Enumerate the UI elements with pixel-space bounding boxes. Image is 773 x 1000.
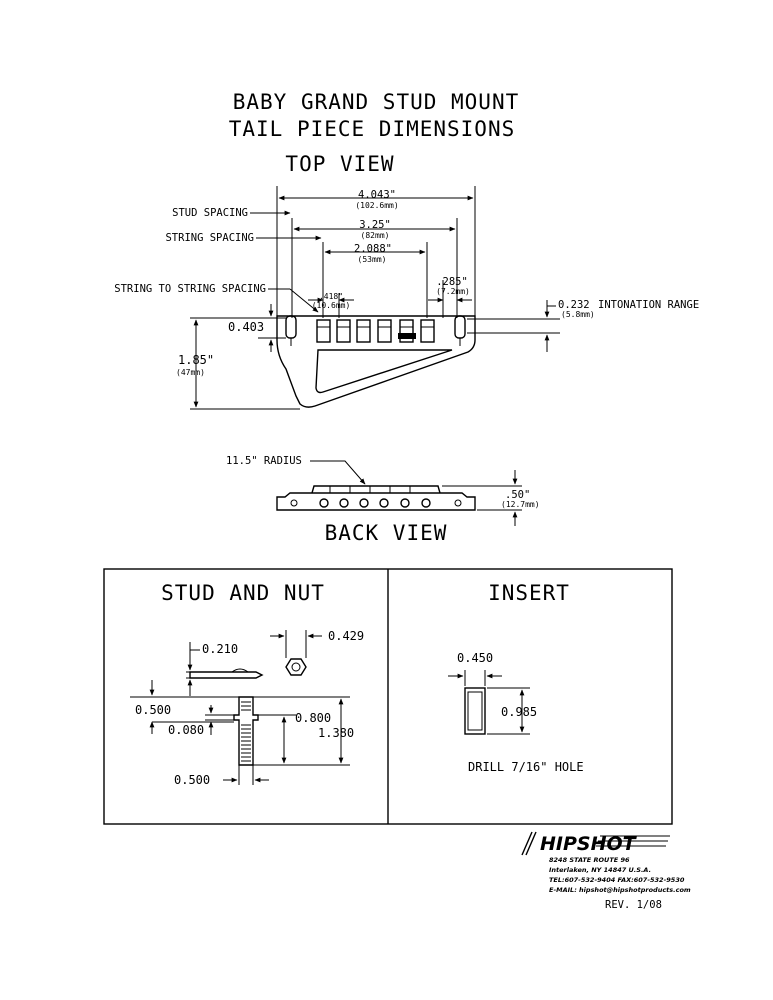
dim-string-to-string-mm: (10.6mm) [312, 301, 351, 310]
dim-string-spacing-mm: (53mm) [358, 255, 387, 264]
saddles [316, 319, 435, 343]
stud-and-nut-heading: STUD AND NUT [161, 581, 325, 605]
insert-note: DRILL 7/16" HOLE [468, 760, 584, 774]
dim-stud-1380: 1.380 [318, 726, 354, 740]
dim-depth-a: 0.403 [228, 320, 264, 334]
back-view-drawing [276, 460, 522, 526]
dim-nut-width: 0.429 [328, 629, 364, 643]
callout-string-spacing: STRING SPACING [165, 232, 254, 244]
insert-heading: INSERT [488, 581, 570, 605]
callout-stud-spacing: STUD SPACING [172, 207, 248, 219]
dim-stud-0800: 0.800 [295, 711, 331, 725]
back-view-height-mm: (12.7mm) [501, 500, 540, 509]
dim-intonation-mm: (5.8mm) [561, 310, 595, 319]
back-view-radius: 11.5" RADIUS [226, 455, 302, 467]
title-line-2: TAIL PIECE DIMENSIONS [229, 117, 516, 141]
revision: REV. 1/08 [605, 899, 662, 911]
dim-nut-thickness: 0.210 [202, 642, 238, 656]
back-view-height: .50" [505, 489, 530, 501]
dim-offset: .285" [436, 276, 468, 288]
dim-insert-width: 0.450 [457, 651, 493, 665]
callout-string-to-string: STRING TO STRING SPACING [114, 283, 266, 295]
callout-intonation: INTONATION RANGE [598, 299, 699, 311]
logo-text: HIPSHOT [540, 833, 638, 855]
dim-intonation: 0.232 [558, 299, 590, 311]
dim-stud-spacing-mm: (82mm) [361, 231, 390, 240]
company-address-1: 8248 STATE ROUTE 96 [549, 856, 630, 864]
back-view-label: BACK VIEW [325, 521, 448, 545]
dim-overall-mm: (102.6mm) [355, 201, 398, 210]
dim-string-to-string: .418" [319, 292, 343, 301]
dim-overall: 4.043" [358, 189, 396, 201]
dim-string-spacing: 2.088" [354, 243, 392, 255]
dim-insert-height: 0.985 [501, 705, 537, 719]
top-view-drawing [190, 186, 560, 410]
title-line-1: BABY GRAND STUD MOUNT [233, 90, 520, 114]
hipshot-logo: HIPSHOT [521, 831, 670, 856]
dim-stud-spacing: 3.25" [359, 219, 391, 231]
dim-stud-0080: 0.080 [168, 723, 204, 737]
dim-offset-mm: (7.2mm) [436, 287, 470, 296]
company-email: E-MAIL: hipshot@hipshotproducts.com [549, 886, 691, 894]
dim-depth-b-mm: (47mm) [176, 368, 205, 377]
company-address-2: Interlaken, NY 14847 U.S.A. [549, 866, 651, 874]
top-view-label: TOP VIEW [285, 152, 394, 176]
dim-stud-0500-bottom: 0.500 [174, 773, 210, 787]
insert-drawing [448, 670, 530, 735]
company-phone: TEL:607-532-9404 FAX:607-532-9530 [549, 876, 685, 884]
dim-depth-b: 1.85" [178, 353, 214, 367]
stud-and-nut-drawing [130, 630, 350, 785]
dim-stud-0500-top: 0.500 [135, 703, 171, 717]
